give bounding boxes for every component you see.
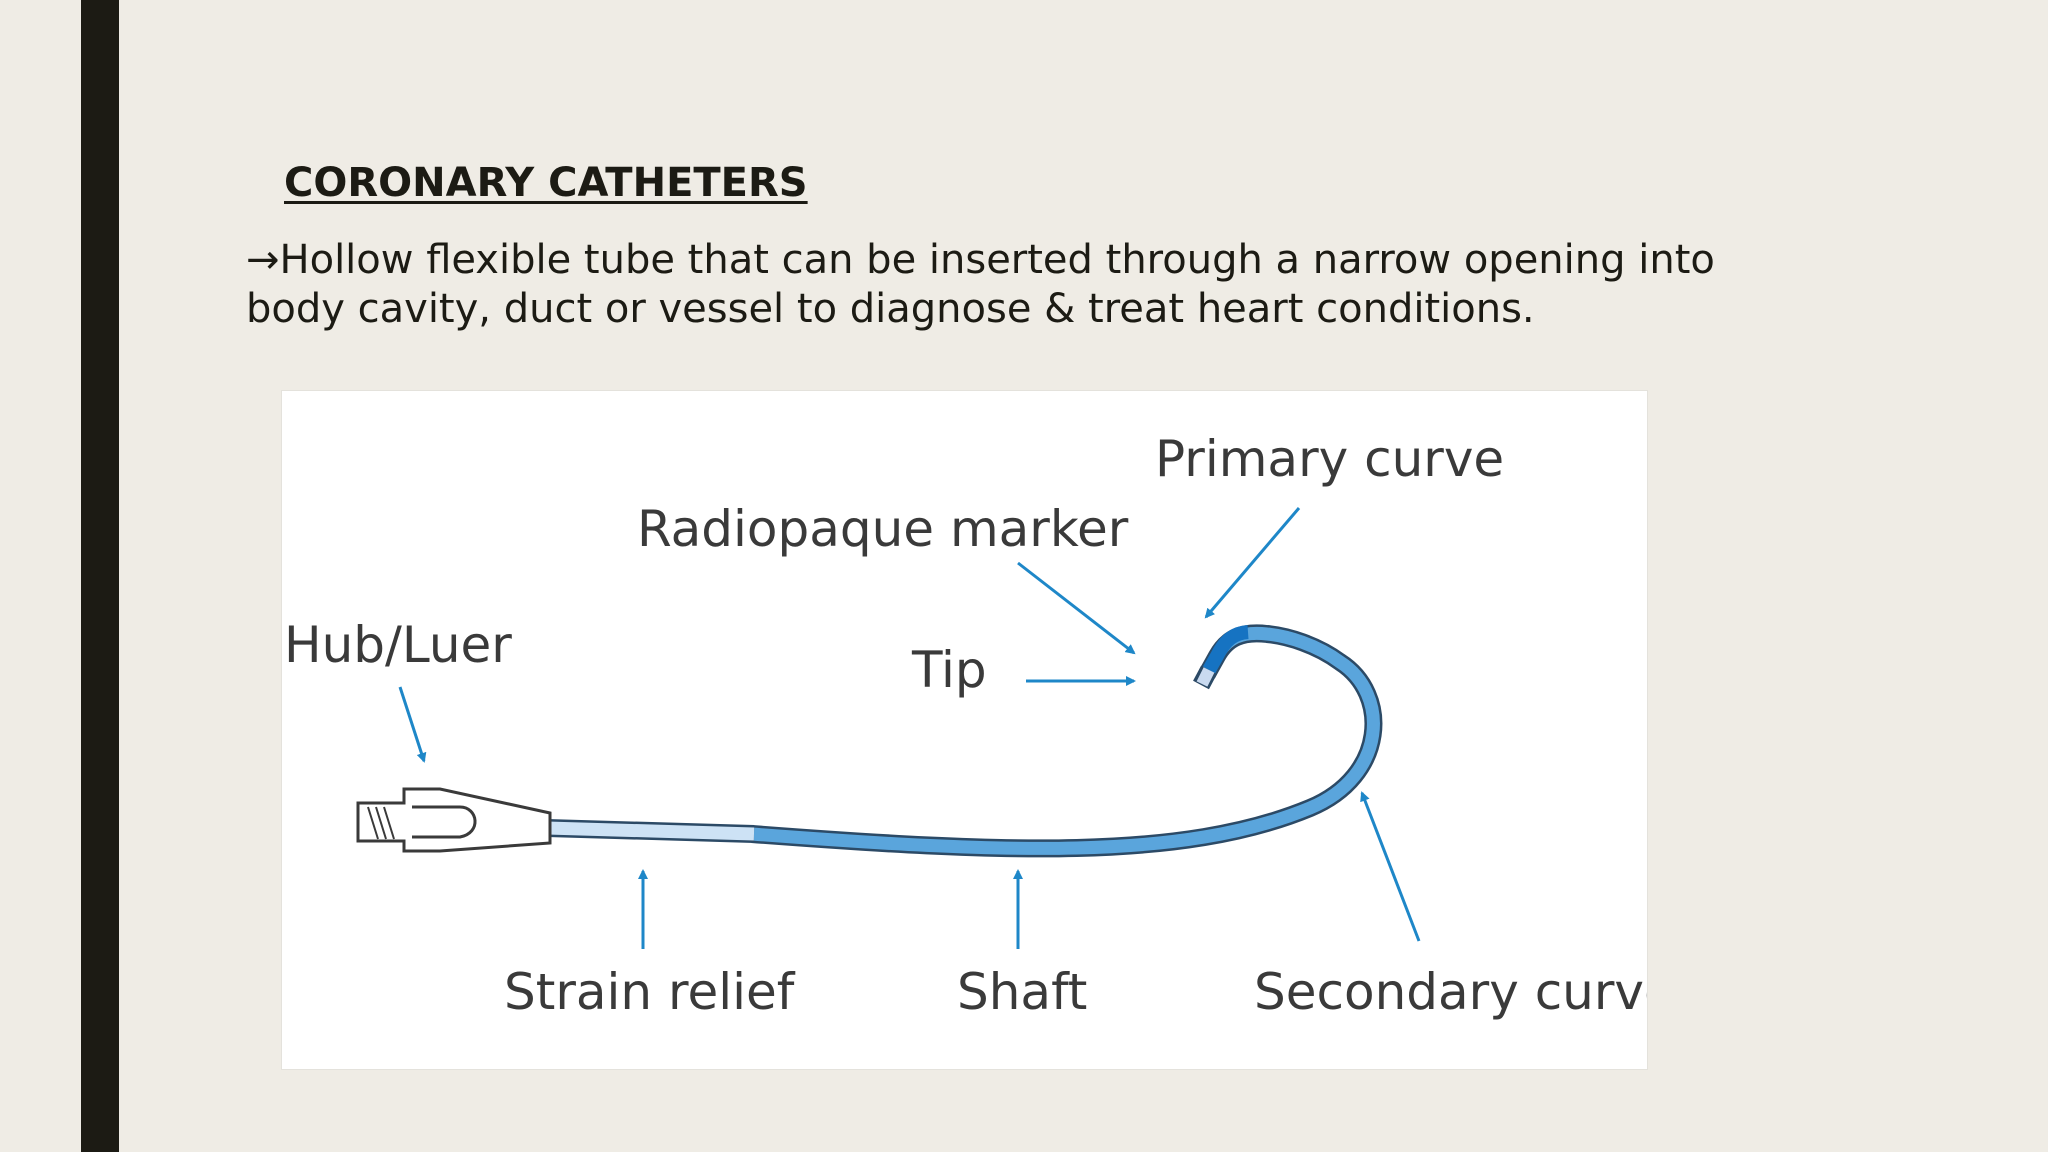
label-secondary-curve: Secondary curve: [1254, 963, 1647, 1021]
hub-luer-connector: [356, 787, 552, 853]
arrow-radiopaque-marker: [1017, 561, 1136, 655]
catheter-diagram-svg: Primary curve Radiopaque marker Hub/Luer…: [284, 430, 1647, 1021]
radiopaque-marker-band: [1202, 625, 1249, 674]
label-hub-luer: Hub/Luer: [284, 616, 512, 674]
label-tip: Tip: [911, 641, 987, 699]
label-radiopaque-marker: Radiopaque marker: [637, 500, 1129, 558]
catheter-shaft-fill: [751, 626, 1380, 855]
label-shaft: Shaft: [957, 963, 1087, 1021]
label-strain-relief: Strain relief: [504, 963, 796, 1021]
catheter-illustration: [356, 624, 1383, 858]
arrow-secondary-curve: [1360, 791, 1421, 942]
label-primary-curve: Primary curve: [1155, 430, 1504, 488]
arrow-primary-curve: [1204, 507, 1301, 619]
catheter-diagram: Primary curve Radiopaque marker Hub/Luer…: [282, 391, 1647, 1069]
slide-accent-bar: [81, 0, 119, 1152]
slide-title: CORONARY CATHETERS: [284, 160, 808, 206]
arrow-hub-luer: [398, 686, 427, 763]
slide-body-text: →Hollow flexible tube that can be insert…: [246, 237, 1715, 332]
